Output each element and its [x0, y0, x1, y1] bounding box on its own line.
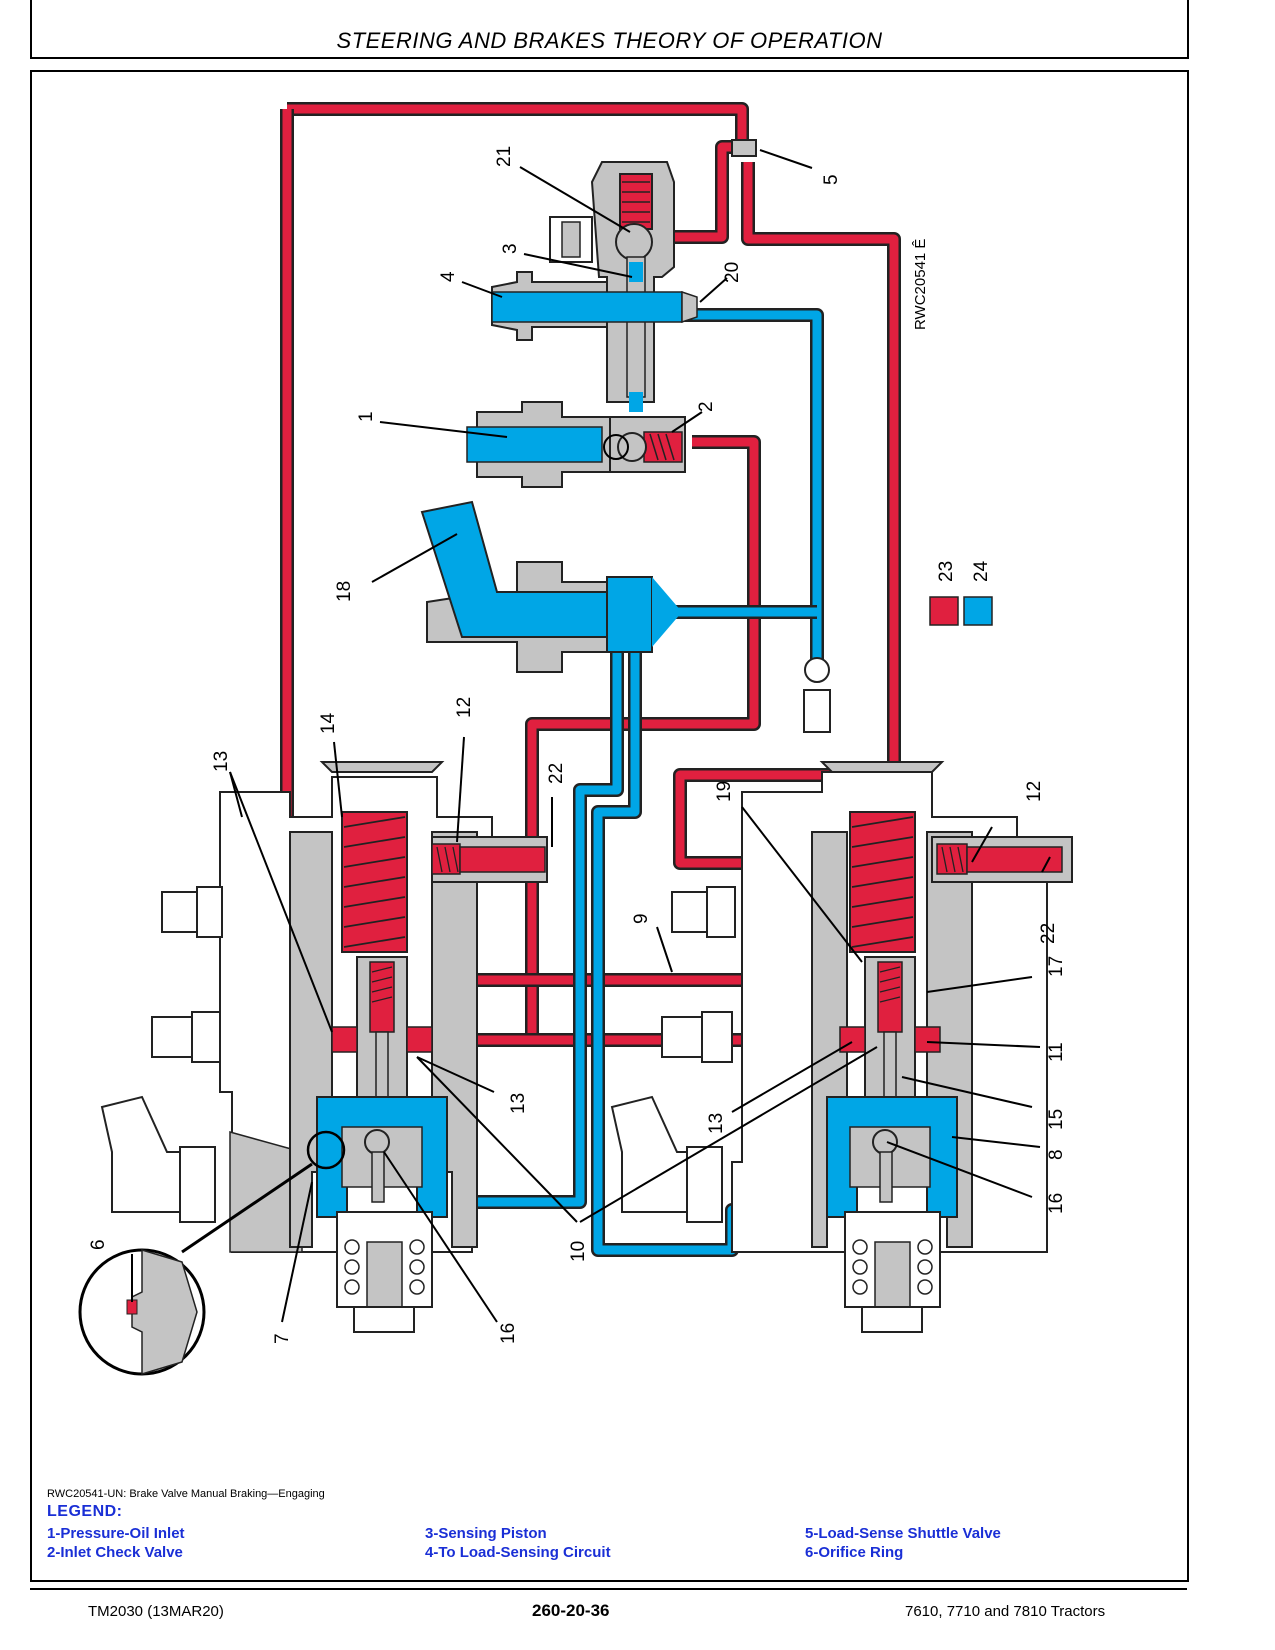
callout-1: 1 [356, 411, 377, 422]
load-sensing-port [491, 271, 698, 341]
callout-20: 20 [722, 262, 743, 283]
legend-item: 4-To Load-Sensing Circuit [425, 1544, 611, 1561]
callout-15: 15 [1046, 1109, 1067, 1130]
page-header: STEERING AND BRAKES THEORY OF OPERATION [30, 0, 1189, 59]
callout-labels: 21 3 4 5 20 1 2 18 23 24 13 14 12 22 13 … [88, 146, 1067, 1344]
legend-item: 6-Orifice Ring [805, 1544, 904, 1561]
return-port-plug [803, 657, 831, 733]
callout-12-right: 12 [1024, 781, 1045, 802]
callout-13-top: 13 [211, 751, 232, 772]
page-title: STEERING AND BRAKES THEORY OF OPERATION [336, 28, 883, 53]
pressure-oil-inlet [466, 401, 613, 488]
footer-product: 7610, 7710 and 7810 Tractors [905, 1603, 1106, 1620]
callout-12-left: 12 [454, 697, 475, 718]
left-brake-valve [78, 761, 548, 1376]
callout-21: 21 [494, 146, 515, 167]
return-swatch [963, 596, 993, 626]
pressure-swatch [929, 596, 959, 626]
callout-18: 18 [334, 581, 355, 602]
callout-6: 6 [88, 1239, 109, 1250]
callout-4: 4 [438, 271, 459, 282]
callout-16-right: 16 [1046, 1193, 1067, 1214]
figure-frame [30, 70, 1189, 1582]
callout-10: 10 [568, 1241, 589, 1262]
callout-22-right: 22 [1038, 923, 1059, 944]
leader-lines [131, 149, 1051, 1323]
callout-23: 23 [936, 561, 957, 582]
legend-title: LEGEND: [47, 1503, 123, 1520]
figure-caption: RWC20541-UN: Brake Valve Manual Braking—… [47, 1488, 325, 1500]
legend-item: 5-Load-Sense Shuttle Valve [805, 1525, 1001, 1542]
callout-16-left: 16 [498, 1323, 519, 1344]
legend-item: 2-Inlet Check Valve [47, 1544, 183, 1561]
callout-17: 17 [1046, 956, 1067, 977]
callout-5: 5 [821, 174, 842, 185]
footer-divider [30, 1588, 1187, 1590]
legend-item: 1-Pressure-Oil Inlet [47, 1525, 185, 1542]
callout-13-mid: 13 [508, 1093, 529, 1114]
figure-id: RWC20541 Ê [912, 239, 929, 330]
inlet-check-valve [603, 416, 686, 473]
page-number: 260-20-36 [532, 1601, 610, 1620]
callout-19: 19 [714, 781, 735, 802]
color-swatches [929, 596, 993, 626]
callout-9: 9 [631, 913, 652, 924]
callout-11: 11 [1046, 1042, 1067, 1062]
callout-2: 2 [696, 401, 717, 412]
elbow-fitting [420, 500, 682, 673]
callout-3: 3 [500, 243, 521, 254]
right-brake-valve [610, 761, 1073, 1333]
callout-22-left: 22 [546, 763, 567, 784]
brake-valve-diagram: 21 3 4 5 20 1 2 18 23 24 13 14 12 22 13 … [78, 102, 1073, 1376]
legend-item: 3-Sensing Piston [425, 1525, 547, 1542]
footer-doc-id: TM2030 (13MAR20) [88, 1603, 224, 1620]
callout-14: 14 [318, 712, 339, 734]
callout-13-right: 13 [706, 1113, 727, 1134]
callout-24: 24 [971, 560, 992, 582]
load-sense-shuttle-valve [731, 139, 757, 157]
callout-7: 7 [272, 1333, 293, 1344]
callout-8: 8 [1046, 1149, 1067, 1160]
